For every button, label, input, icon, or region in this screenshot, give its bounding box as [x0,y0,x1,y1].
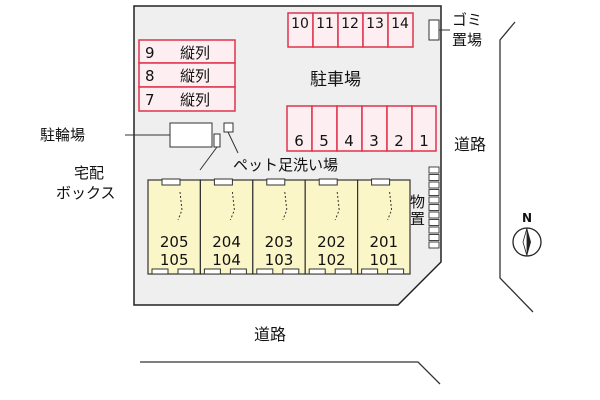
parking-label-5: 5 [319,132,329,150]
parking-space-1 [411,105,437,152]
storage-rack-slot [428,219,440,226]
storage-rack-slot [428,174,440,181]
parking-label-3: 3 [369,132,379,150]
parking-space-14 [387,12,414,48]
parking-label-12: 12 [341,16,359,32]
parking-label-1: 1 [419,132,429,150]
storage-rack-slot [428,166,440,174]
pet-wash-label: ペット足洗い場 [233,156,338,174]
garbage-label-2: 置場 [452,31,482,49]
parking-type-9: 縦列 [180,44,210,62]
unit-label-upper: 202 [317,233,346,251]
storage-rack-slot [428,189,440,196]
garbage-box [428,19,440,41]
storage-rack-slot [428,226,440,234]
storage-rack-slot [428,211,440,219]
pet-wash-leader [227,131,239,154]
unit-label-lower: 102 [317,251,346,269]
parking-label-7: 7 [145,91,155,109]
unit-label-upper: 204 [212,233,241,251]
south-road-label: 道路 [254,325,286,344]
parking-space-10 [287,12,314,48]
parking-label-6: 6 [294,132,304,150]
pet-wash-box [223,122,234,133]
parking-label-11: 11 [316,16,334,32]
storage-label-1: 物 [410,193,425,211]
storage-rack-slot [428,234,440,241]
parking-space-6 [286,105,313,152]
parking-top-row: 10 11 12 13 14 [287,12,414,48]
unit-label-lower: 104 [212,251,241,269]
east-road-label: 道路 [454,135,486,154]
storage-rack-slot [428,204,440,211]
delivery-box-leader [199,146,218,171]
north-label: N [522,211,532,225]
parking-space-8 [138,62,236,88]
storage-label-2: 置 [410,210,425,228]
storage-rack-slot [428,181,440,189]
parking-label-4: 4 [344,132,354,150]
storage-rack-slot [428,196,440,204]
parking-label-8: 8 [145,67,155,85]
parking-right-row: 6 5 4 3 2 1 [286,105,437,152]
parking-label-13: 13 [366,16,384,32]
parking-space-7 [138,86,236,112]
delivery-box-label-1: 宅配 [74,164,104,182]
parking-space-3 [361,105,388,152]
parking-label-10: 10 [291,16,309,32]
unit-label-upper: 205 [160,233,189,251]
parking-label-2: 2 [394,132,404,150]
road-lines [140,21,534,385]
parking-label-14: 14 [391,16,409,32]
parking-label-9: 9 [145,44,155,62]
parking-left-column: 9 縦列 8 縦列 7 縦列 [138,39,236,112]
garbage-label-1: ゴミ [452,11,482,29]
delivery-box-label-2: ボックス [56,184,116,202]
unit-label-lower: 101 [369,251,398,269]
bicycle-parking-label: 駐輪場 [40,126,85,144]
north-compass-icon [512,227,542,257]
south-road-line [140,361,441,385]
unit-label-lower: 103 [265,251,294,269]
parking-type-7: 縦列 [180,91,210,109]
delivery-box [213,133,221,148]
unit-label-upper: 201 [369,233,398,251]
bicycle-parking-shelter [169,122,213,148]
unit-label-lower: 105 [160,251,189,269]
storage-rack-slot [428,241,440,249]
parking-lot-label: 駐車場 [310,70,361,90]
parking-space-12 [337,12,364,48]
unit-label-upper: 203 [265,233,294,251]
storage-shed [428,166,440,249]
parking-type-8: 縦列 [180,67,210,85]
parking-space-2 [386,105,413,152]
east-road-line [499,21,534,313]
parking-space-4 [336,105,363,152]
